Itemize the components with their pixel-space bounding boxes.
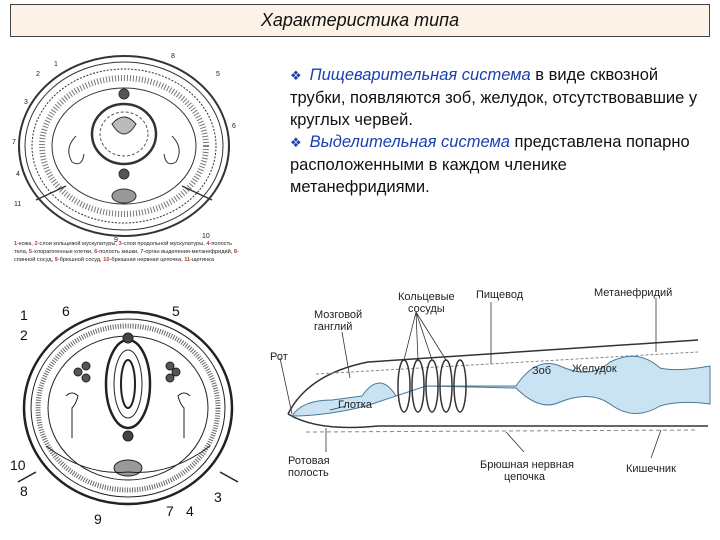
- bullet-text: представлена попарно расположенными в ка…: [290, 133, 690, 196]
- bullet-item: ❖ Выделительная система представлена попа…: [290, 131, 700, 198]
- figure2-number: 1: [20, 307, 28, 323]
- caption-text: -слои кольцевой мускулатуры,: [37, 241, 119, 247]
- figure1-number: 2: [36, 71, 40, 78]
- caption-key: 5: [28, 249, 33, 255]
- label-brain-ganglion: ганглий: [314, 321, 352, 333]
- label-ring-vessels: сосуды: [408, 303, 445, 315]
- caption-text: -слои продольной мускулатуры,: [121, 241, 207, 247]
- caption-key: 3: [118, 241, 122, 247]
- label-intestine: Кишечник: [626, 463, 676, 475]
- caption-key: 9: [54, 257, 58, 263]
- figure2-number: 6: [62, 303, 70, 319]
- figure2-number: 7: [166, 503, 174, 519]
- caption-key: 11: [184, 257, 191, 263]
- label-nerve-cord: цепочка: [504, 471, 546, 483]
- figure2-number: 3: [214, 489, 222, 505]
- figure2-number: 4: [186, 503, 194, 519]
- figure1-number: 4: [16, 171, 20, 178]
- diamond-bullet-icon: ❖: [290, 135, 302, 150]
- caption-key: 1: [14, 241, 18, 247]
- caption-text: -орган выделения-метанефридий,: [143, 249, 234, 255]
- bullet-list: ❖ Пищеварительная система в виде сквозной…: [290, 64, 700, 198]
- cross-section-figure-1: 1 2 3 4 5 6 7 8 9 10 11: [12, 53, 236, 244]
- label-mouth: Рот: [270, 351, 288, 363]
- figure2-number: 10: [10, 457, 26, 473]
- caption-text: -полость кишки,: [97, 249, 141, 255]
- figure1-number: 5: [216, 71, 220, 78]
- figure1-caption: 1-кожа, 2-слои кольцевой мускулатуры, 3-…: [14, 240, 246, 264]
- caption-text: -брюшная нервная цепочка,: [109, 257, 185, 263]
- figure2-number: 2: [20, 327, 28, 343]
- figure1-number: 1: [54, 61, 58, 68]
- label-ring-vessels: Кольцевые: [398, 291, 455, 303]
- caption-key: 4: [206, 241, 210, 247]
- cross-section-figure-2: 1 2 6 5 10 8 9 7 4 3: [10, 303, 239, 527]
- label-pharynx: Глотка: [338, 399, 373, 411]
- slide-title: Характеристика типа: [260, 10, 460, 30]
- label-esophagus: Пищевод: [476, 289, 524, 301]
- figure1-number: 7: [12, 139, 16, 146]
- bullet-item: ❖ Пищеварительная система в виде сквозной…: [290, 64, 700, 131]
- caption-text: -кожа,: [17, 241, 35, 247]
- diamond-bullet-icon: ❖: [290, 68, 302, 83]
- label-oral-cavity: Ротовая: [288, 455, 330, 467]
- bullet-text: в виде сквозной трубки, появляются зоб, …: [290, 66, 698, 129]
- figure1-number: 11: [14, 201, 21, 208]
- figure1-number: 10: [202, 233, 210, 240]
- caption-text: -спинной сосуд,: [14, 249, 239, 263]
- figure2-number: 8: [20, 483, 28, 499]
- caption-key: 2: [34, 241, 38, 247]
- label-metanephridium: Метанефридий: [594, 287, 672, 299]
- caption-text: -брюшной сосуд,: [57, 257, 104, 263]
- figure1-number: 3: [24, 99, 28, 106]
- caption-key: 10: [103, 257, 110, 263]
- label-crop: Зоб: [532, 365, 551, 377]
- figure1-number: 6: [232, 123, 236, 130]
- caption-key: 8: [233, 249, 237, 255]
- label-oral-cavity: полость: [288, 467, 329, 479]
- label-stomach: Желудок: [572, 363, 617, 375]
- caption-text: -хлорагогенные клетки,: [32, 249, 95, 255]
- bullet-emphasis: Выделительная система: [309, 133, 510, 151]
- figure1-number: 8: [171, 53, 175, 60]
- bullet-emphasis: Пищеварительная система: [309, 66, 531, 84]
- label-nerve-cord: Брюшная нервная: [480, 459, 574, 471]
- caption-text: -щетинка: [190, 257, 214, 263]
- slide-title-bar: Характеристика типа: [10, 4, 710, 37]
- figure2-number: 9: [94, 511, 102, 527]
- caption-key: 7: [140, 249, 144, 255]
- figure1-number: 9: [114, 237, 118, 244]
- label-brain-ganglion: Мозговой: [314, 309, 362, 321]
- longitudinal-anatomy-figure: Кольцевые сосуды Пищевод Метанефридий Мо…: [270, 287, 711, 483]
- caption-text: -полость тела,: [14, 241, 233, 255]
- figure2-number: 5: [172, 303, 180, 319]
- caption-key: 6: [94, 249, 98, 255]
